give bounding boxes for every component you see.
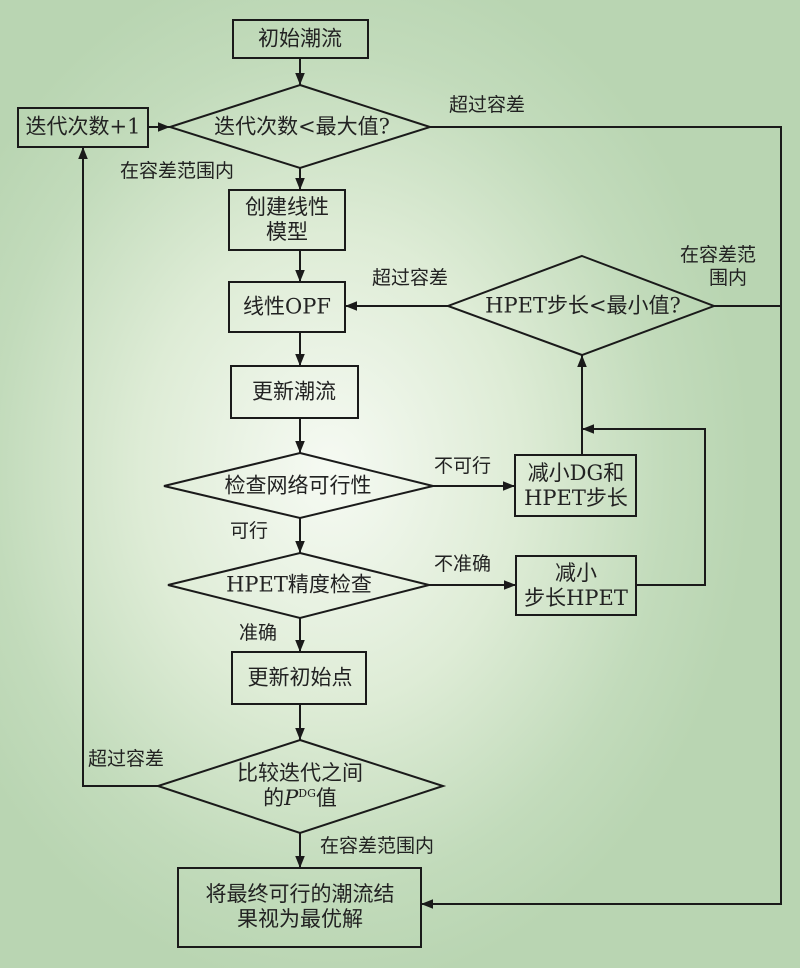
build-model-line-1: 创建线性 [245,194,329,219]
label-hpet-exceed: 超过容差 [372,267,449,289]
label-hpet-within-2: 围内 [709,266,748,289]
label-infeasible: 不可行 [434,455,492,477]
reduce-dg-label: 减小DG和 HPET步长 [524,461,628,511]
compare-suffix: 值 [315,786,337,810]
hpet-min-label: HPET步长<最小值? [485,293,681,318]
feasibility-label: 检查网络可行性 [224,473,372,498]
start-label: 初始潮流 [258,26,342,51]
reduce-dg-line-1: 减小DG和 [527,460,625,485]
accuracy-label: HPET精度检查 [226,572,372,597]
build-model-box [228,189,346,251]
compare-var-p: P [284,786,299,810]
reduce-step-line-2: 步长HPET [524,586,628,610]
compare-prefix: 的 [263,786,285,810]
final-line-1: 将最终可行的潮流结 [205,881,395,906]
iter-check-label: 迭代次数<最大值? [214,114,390,139]
edge-reducestep-to-hpet [582,424,706,586]
iter-inc-label: 迭代次数+1 [25,114,141,139]
edge-compare-to-iterinc [78,147,158,787]
label-hpet-within-1: 在容差范 [680,244,757,266]
label-iter-exceed: 超过容差 [449,94,526,116]
build-model-line-2: 模型 [266,220,308,244]
update-flow-label: 更新潮流 [252,379,336,404]
compare-label: 比较迭代之间 的PDG值 [237,761,363,811]
final-label: 将最终可行的潮流结 果视为最优解 [206,882,395,932]
label-accurate: 准确 [239,622,278,644]
label-feasible: 可行 [230,520,269,542]
reduce-dg-line-2: HPET步长 [524,486,628,510]
compare-sup-dg: DG [298,787,316,800]
label-hpet-within: 在容差范 围内 [680,244,756,290]
build-model-label: 创建线性 模型 [245,195,329,245]
label-compare-within: 在容差范围内 [320,835,435,857]
edge-iter-to-final [421,126,782,909]
compare-line-2: 的PDG值 [237,786,363,811]
label-inaccurate: 不准确 [434,553,492,575]
label-compare-exceed: 超过容差 [88,748,165,770]
update-flow-box [230,365,359,419]
label-iter-within: 在容差范围内 [120,160,235,182]
reduce-step-label: 减小 步长HPET [524,561,628,611]
update-start-label: 更新初始点 [247,665,353,690]
linear-opf-label: 线性OPF [243,294,331,319]
final-line-2: 果视为最优解 [237,907,363,931]
reduce-step-line-1: 减小 [555,560,597,585]
compare-line-1: 比较迭代之间 [237,760,363,785]
